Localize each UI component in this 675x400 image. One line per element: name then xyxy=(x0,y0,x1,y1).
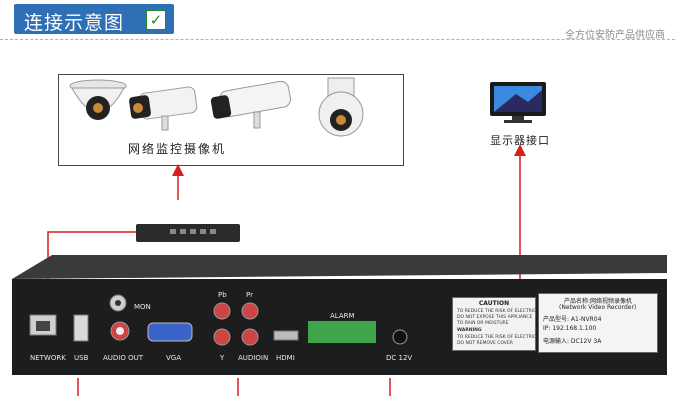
port-network-label: NETWORK xyxy=(30,354,66,362)
caution-line-2: DO NOT EXPOSE THIS APPLIANCE xyxy=(457,315,533,320)
port-usb-label: USB xyxy=(74,354,89,362)
port-pb-label: Pb xyxy=(218,291,227,299)
product-label: 产品名称:网络视频录像机 (Network Video Recorder) 产品… xyxy=(538,293,658,353)
caution-line-3: TO RAIN OR MOISTURE xyxy=(457,321,509,326)
checkmark-icon: ✓ xyxy=(146,10,166,30)
product-label-subhead: (Network Video Recorder) xyxy=(559,304,637,311)
warning-line-2: DO NOT REMOVE COVER xyxy=(457,341,513,346)
header-divider xyxy=(0,39,675,40)
page-title: 连接示意图 xyxy=(24,12,125,34)
product-model: 产品型号: A1-NVR04 xyxy=(543,316,602,323)
port-mon-label: MON xyxy=(134,303,151,311)
monitor-label: 显示器接口 xyxy=(490,134,550,147)
nvr-back-panel xyxy=(12,255,667,375)
port-audio-in-label: AUDIOIN xyxy=(238,354,269,362)
ptz-dome-camera-icon xyxy=(318,77,364,137)
product-label-head: 产品名称:网络视频录像机 xyxy=(563,298,633,305)
port-alarm-label: ALARM xyxy=(330,312,355,320)
port-audio-out-label: AUDIO OUT xyxy=(103,354,144,362)
port-pr-label: Pr xyxy=(246,291,253,299)
product-power: 电源输入: DC12V 3A xyxy=(543,338,602,345)
port-hdmi-label: HDMI xyxy=(276,354,295,362)
monitor-icon xyxy=(490,82,546,123)
product-ip: IP: 192.168.1.100 xyxy=(543,325,597,332)
port-y-label: Y xyxy=(220,354,225,362)
bullet-camera-icon xyxy=(129,86,198,131)
caution-title: CAUTION xyxy=(478,300,510,307)
warning-title: WARNING xyxy=(457,328,482,333)
bullet-camera-icon xyxy=(210,80,291,129)
warning-line-1: TO REDUCE THE RISK OF ELECTRIC SHOCK, xyxy=(457,335,555,340)
caution-sticker: CAUTION TO REDUCE THE RISK OF ELECTRIC S… xyxy=(452,297,555,351)
brand-text: 全方位安防产品供应商 xyxy=(565,30,665,41)
header: 连接示意图 ✓ 全方位安防产品供应商 xyxy=(0,0,675,41)
port-dc-label: DC 12V xyxy=(386,354,413,362)
camera-illustrations xyxy=(69,77,364,137)
port-vga-label: VGA xyxy=(166,354,182,362)
network-switch-icon xyxy=(136,224,240,242)
title-banner: 连接示意图 ✓ xyxy=(14,4,174,34)
caution-line-1: TO REDUCE THE RISK OF ELECTRIC SHOCK, xyxy=(457,309,555,314)
camera-label: 网络监控摄像机 xyxy=(128,142,227,156)
dome-camera-icon xyxy=(69,79,127,120)
